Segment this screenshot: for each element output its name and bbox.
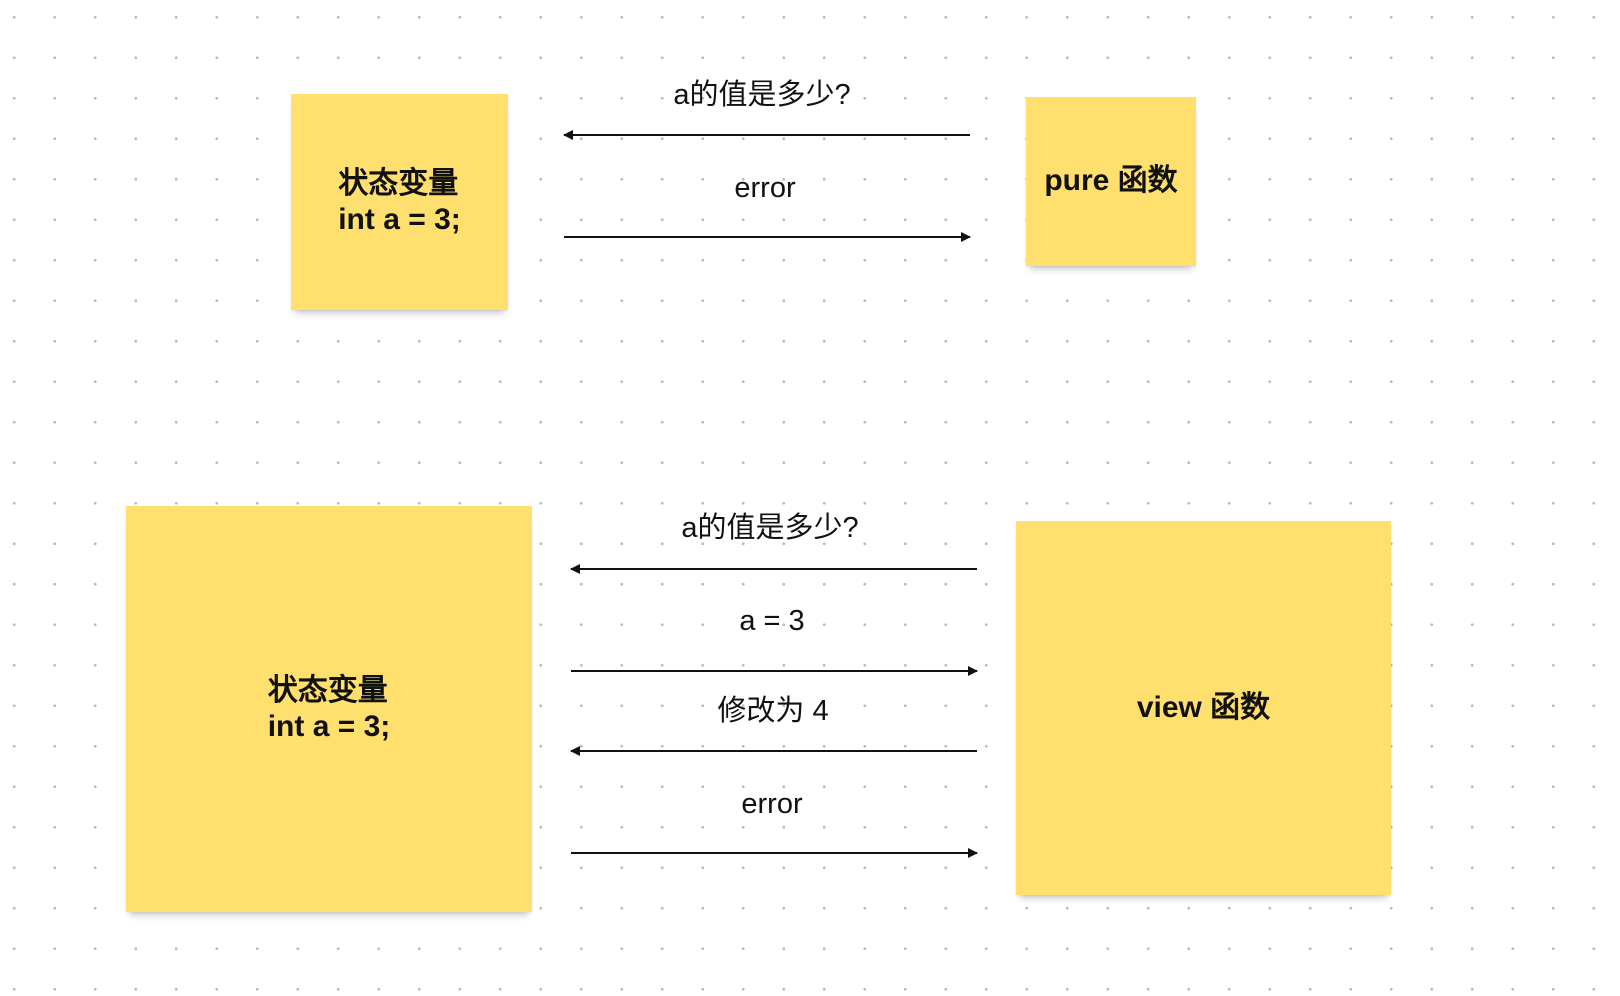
message-label-modify: 修改为 4 <box>717 695 829 727</box>
pure-function-note[interactable]: pure 函数 <box>1026 97 1196 266</box>
view-function-note[interactable]: view 函数 <box>1016 521 1391 895</box>
message-label-error-bottom: error <box>741 788 803 820</box>
state-variable-code: int a = 3; <box>267 710 391 743</box>
state-variable-code: int a = 3; <box>338 203 461 236</box>
state-variable-title: 状态变量 <box>267 674 388 707</box>
state-variable-note-bottom[interactable]: 状态变量 int a = 3; <box>126 506 532 912</box>
state-variable-title: 状态变量 <box>338 167 459 200</box>
message-label-ask-value-bottom: a的值是多少? <box>681 512 859 544</box>
view-function-label: view 函数 <box>1136 691 1271 724</box>
message-label-ask-value-top: a的值是多少? <box>673 79 851 111</box>
pure-function-label: pure 函数 <box>1044 164 1178 197</box>
message-label-return-value: a = 3 <box>739 605 805 637</box>
state-variable-note-text: 状态变量 int a = 3; <box>338 166 461 238</box>
message-label-error-top: error <box>734 172 796 204</box>
state-variable-note-top[interactable]: 状态变量 int a = 3; <box>291 94 508 310</box>
state-variable-note-text: 状态变量 int a = 3; <box>268 673 391 745</box>
